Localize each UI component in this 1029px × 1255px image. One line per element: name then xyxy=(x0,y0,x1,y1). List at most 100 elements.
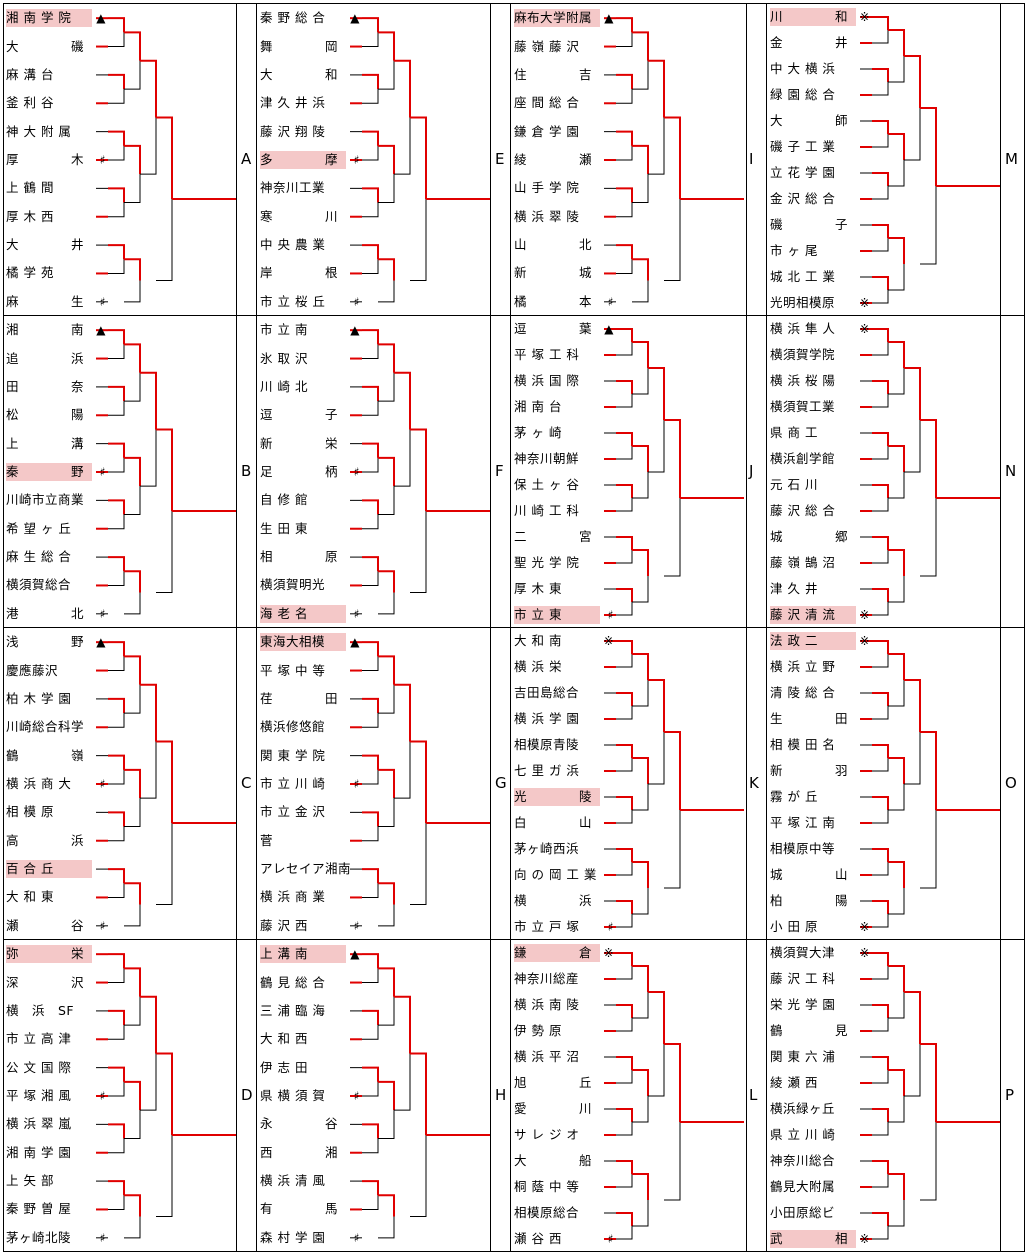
team-label: 深 沢 xyxy=(6,974,85,990)
team-name: 柏 木 学 園 xyxy=(6,690,92,708)
bracket-line xyxy=(156,1052,173,1135)
team-name: 藤 嶺 鵠 沼 xyxy=(770,554,856,572)
bracket-line xyxy=(888,1069,905,1096)
team-name: 二 宮 xyxy=(514,528,600,546)
team-label: 横浜創学館 xyxy=(770,451,836,466)
bracket-line xyxy=(362,329,379,345)
bracket-line xyxy=(124,258,141,281)
bracket-line xyxy=(362,17,379,33)
team-label: 大 船 xyxy=(514,1153,593,1168)
bracket-line xyxy=(124,882,141,905)
team-name: 横 浜 立 野 xyxy=(770,658,856,676)
bracket-line xyxy=(616,432,633,446)
bracket-line xyxy=(888,29,905,56)
team-name: 住 吉 xyxy=(514,66,600,84)
bracket-line xyxy=(888,1200,905,1227)
bracket-line xyxy=(140,1053,157,1111)
bracket-line xyxy=(108,244,125,260)
bracket-line xyxy=(632,965,649,992)
bracket-line xyxy=(362,401,379,416)
bracket-line xyxy=(632,341,649,368)
team-name: 座 間 総 合 xyxy=(514,94,600,112)
team-label: 平 塚 江 南 xyxy=(770,815,836,830)
bracket-line xyxy=(378,60,395,90)
team-label: 相模原総合 xyxy=(514,1205,580,1220)
team-name: 市 立 南▲ xyxy=(260,321,360,339)
team-label: 津 久 井 浜 xyxy=(260,95,326,111)
team-name: 横 浜 翠 嵐 xyxy=(6,1115,92,1133)
team-label: 横 浜 国 際 xyxy=(514,373,580,388)
team-label: 横須賀明光 xyxy=(260,577,326,593)
team-label: 麻布大学附属 xyxy=(514,10,593,26)
bracket-line xyxy=(108,202,125,218)
team-label: 市 立 南 xyxy=(260,322,308,338)
team-name: 平 塚 湘 風♯ xyxy=(6,1087,105,1105)
team-name: 新 羽 xyxy=(770,762,856,780)
bracket-line xyxy=(362,1195,379,1210)
bracket-line xyxy=(616,862,633,876)
bracket-line xyxy=(904,991,921,1044)
bracket-line xyxy=(616,1004,633,1018)
bracket-line xyxy=(362,442,379,458)
team-label: 栄 光 学 園 xyxy=(770,997,836,1012)
team-label: 市 立 高 津 xyxy=(6,1031,72,1047)
grid-line xyxy=(766,3,767,1252)
bracket-line xyxy=(378,1080,395,1111)
bracket-line xyxy=(410,740,427,823)
team-name: 吉田島総合 xyxy=(514,684,600,702)
bracket-line xyxy=(664,1122,681,1201)
team-label: 横 浜 隼 人 xyxy=(770,321,836,336)
team-label: 横 浜 SF xyxy=(6,1002,75,1018)
seed-mark: ♯ xyxy=(607,608,614,622)
team-name: 市 立 川 崎♯ xyxy=(260,775,359,793)
team-label: 県 商 工 xyxy=(770,425,818,440)
team-name: 市 立 東♯ xyxy=(514,606,613,624)
team-label: 横 浜 学 園 xyxy=(514,711,580,726)
bracket-line xyxy=(872,290,889,304)
team-name: 麻 溝 台 xyxy=(6,66,92,84)
bracket-line xyxy=(616,394,633,408)
bracket-line xyxy=(108,457,125,473)
bracket-line xyxy=(362,656,379,672)
bracket-line xyxy=(124,60,141,90)
bracket-line xyxy=(124,904,141,927)
bracket-line xyxy=(632,368,649,395)
bracket-line xyxy=(632,1069,649,1096)
seed-mark: ※ xyxy=(859,634,870,648)
region-letter: B xyxy=(241,462,252,480)
team-label: 神奈川総産 xyxy=(514,971,580,986)
bracket-line xyxy=(632,174,649,204)
bracket-line xyxy=(156,199,173,282)
bracket-line xyxy=(108,145,125,161)
seed-mark: ♯ xyxy=(353,153,360,167)
bracket-line xyxy=(124,996,141,1026)
team-name: 多 摩♯ xyxy=(260,151,359,169)
team-name: 釜 利 谷 xyxy=(6,94,92,112)
bracket-line xyxy=(904,420,921,473)
bracket-line xyxy=(410,823,427,906)
bracket-line xyxy=(920,186,937,265)
team-label: 鶴 嶺 xyxy=(6,747,85,763)
bracket-line xyxy=(872,744,889,758)
grid-line xyxy=(490,3,491,1252)
team-label: 湘 南 学 院 xyxy=(6,10,72,26)
team-name: 横 浜 清 風 xyxy=(260,1172,346,1190)
bracket-line xyxy=(616,550,633,564)
team-label: 厚 木 東 xyxy=(514,581,562,596)
team-label: アレセイア湘南 xyxy=(260,861,352,877)
team-label: 秦 野 xyxy=(6,464,85,479)
seed-mark: ♯ xyxy=(99,918,106,933)
team-name: 県 商 工 xyxy=(770,424,856,442)
bracket-line xyxy=(362,1138,379,1154)
bracket-line xyxy=(378,486,395,516)
team-name: 秦 野♯ xyxy=(6,463,105,481)
team-name: 麻布大学附属▲ xyxy=(514,9,614,28)
team-label: 生 田 xyxy=(770,711,849,726)
team-name: 西 湘 xyxy=(260,1144,346,1162)
bracket-line xyxy=(156,823,173,906)
team-name: 逗 葉▲ xyxy=(514,320,614,338)
bracket-line xyxy=(156,116,173,199)
bracket-line xyxy=(124,655,141,685)
bracket-line xyxy=(616,187,633,203)
